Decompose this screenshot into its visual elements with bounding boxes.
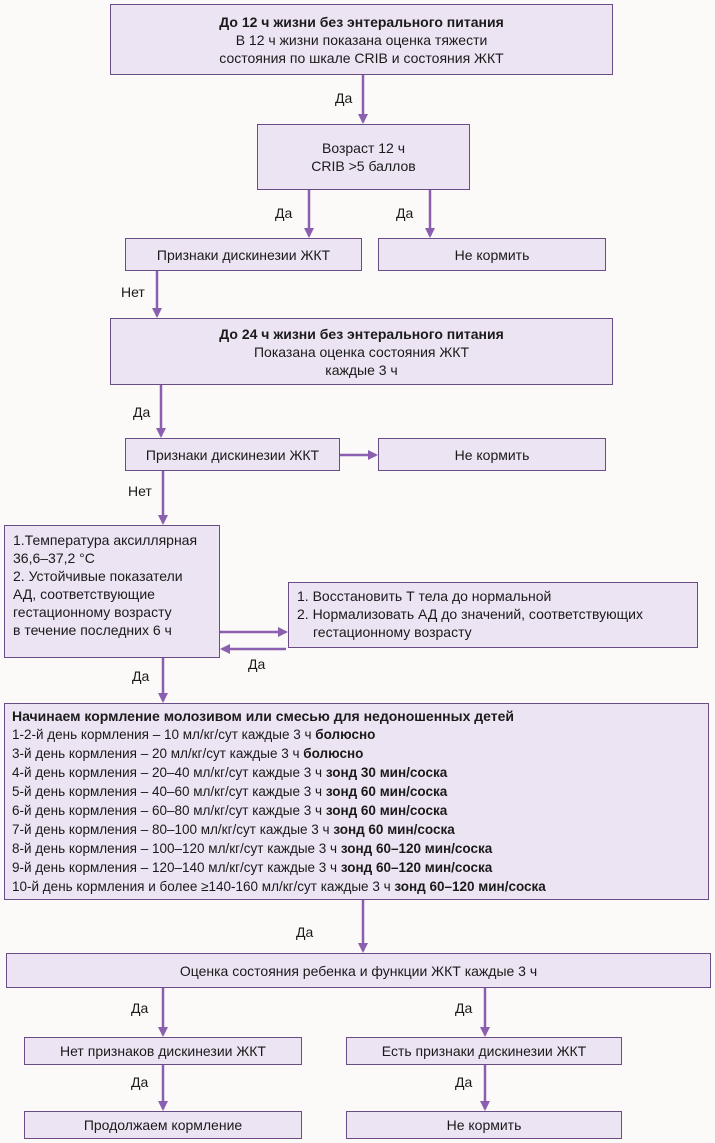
- edge-label-yes-6: Да: [132, 668, 150, 684]
- box-temperature-bp-line5: гестационному возрасту: [13, 604, 172, 620]
- edge-label-no-2: Нет: [128, 483, 152, 499]
- feeding-row-method: болюсно: [315, 727, 376, 742]
- box-restore-temp-bp: 1. Восстановить Т тела до нормальной 2. …: [288, 582, 698, 648]
- edge-label-yes-8: Да: [131, 1000, 149, 1016]
- feeding-row: 5-й день кормления – 40–60 мл/кг/сут каж…: [12, 782, 701, 801]
- feeding-row-text: 9-й день кормления – 120–140 мл/кг/сут к…: [12, 860, 341, 875]
- box-do-not-feed-2-label: Не кормить: [454, 446, 530, 463]
- box-24h-title: До 24 ч жизни без энтерального питания: [219, 325, 504, 342]
- edge-label-yes-10: Да: [131, 1074, 149, 1090]
- box-no-dyskinesia: Нет признаков дискинезии ЖКТ: [24, 1037, 302, 1065]
- box-temperature-bp-line2: 36,6–37,2 °С: [13, 550, 95, 566]
- feeding-row-text: 6-й день кормления – 60–80 мл/кг/сут каж…: [12, 803, 326, 818]
- box-no-dyskinesia-label: Нет признаков дискинезии ЖКТ: [60, 1043, 266, 1059]
- box-24h-line2: Показана оценка состояния ЖКТ: [253, 343, 470, 360]
- box-has-dyskinesia: Есть признаки дискинезии ЖКТ: [346, 1037, 622, 1065]
- feeding-row-method: болюсно: [303, 746, 364, 761]
- box-do-not-feed-3-label: Не кормить: [446, 1117, 522, 1133]
- feeding-row-text: 7-й день кормления – 80–100 мл/кг/сут ка…: [12, 822, 334, 837]
- box-assessment-label: Оценка состояния ребенка и функции ЖКТ к…: [179, 962, 538, 979]
- box-dyskinesia-signs-1: Признаки дискинезии ЖКТ: [125, 238, 362, 271]
- box-age-crib: Возраст 12 ч CRIB >5 баллов: [257, 124, 470, 190]
- feeding-row: 1-2-й день кормления – 10 мл/кг/сут кажд…: [12, 725, 701, 744]
- box-feeding-schedule-title: Начинаем кормление молозивом или смесью …: [12, 708, 514, 724]
- feeding-row-text: 4-й день кормления – 20–40 мл/кг/сут каж…: [12, 765, 326, 780]
- box-age-crib-line2: CRIB >5 баллов: [311, 158, 416, 174]
- box-dyskinesia-signs-2-label: Признаки дискинезии ЖКТ: [145, 446, 320, 463]
- feeding-row-method: зонд 60 мин/соска: [325, 803, 448, 818]
- box-has-dyskinesia-label: Есть признаки дискинезии ЖКТ: [381, 1043, 587, 1059]
- box-continue-feeding-label: Продолжаем кормление: [83, 1117, 243, 1133]
- box-dyskinesia-signs-1-label: Признаки дискинезии ЖКТ: [156, 246, 331, 263]
- edge-label-yes-1: Да: [335, 90, 353, 106]
- box-24h-line3: каждые 3 ч: [325, 361, 398, 378]
- box-temperature-bp-line3: 2. Устойчивые показатели: [13, 568, 183, 584]
- box-start-12h: До 12 ч жизни без энтерального питания В…: [110, 4, 613, 75]
- edge-label-yes-9: Да: [455, 1000, 473, 1016]
- feeding-row: 3-й день кормления – 20 мл/кг/сут каждые…: [12, 744, 701, 763]
- box-age-crib-line1: Возраст 12 ч: [321, 140, 405, 156]
- feeding-row-text: 8-й день кормления – 100–120 мл/кг/сут к…: [12, 841, 341, 856]
- box-dyskinesia-signs-2: Признаки дискинезии ЖКТ: [125, 438, 340, 471]
- edge-label-yes-7: Да: [296, 924, 314, 940]
- box-assessment: Оценка состояния ребенка и функции ЖКТ к…: [6, 953, 711, 988]
- feeding-row: 9-й день кормления – 120–140 мл/кг/сут к…: [12, 858, 701, 877]
- feeding-row: 10-й день кормления и более ≥140-160 мл/…: [12, 877, 701, 896]
- box-temperature-bp-line4: АД, соответствующие: [13, 586, 155, 602]
- feeding-row-method: зонд 60 мин/соска: [333, 822, 455, 837]
- feeding-row-text: 3-й день кормления – 20 мл/кг/сут каждые…: [12, 746, 304, 761]
- box-do-not-feed-3: Не кормить: [346, 1111, 622, 1139]
- box-temperature-bp-line1: 1.Температура аксиллярная: [13, 532, 198, 548]
- feeding-row-text: 1-2-й день кормления – 10 мл/кг/сут кажд…: [12, 727, 316, 742]
- box-do-not-feed-2: Не кормить: [378, 438, 606, 471]
- edge-label-yes-11: Да: [455, 1074, 473, 1090]
- feeding-row-method: зонд 30 мин/соска: [325, 765, 448, 780]
- box-restore-temp-bp-line3: гестационному возрасту: [313, 624, 472, 640]
- feeding-row-method: зонд 60–120 мин/соска: [340, 841, 493, 856]
- feeding-row-method: зонд 60–120 мин/соска: [340, 860, 493, 875]
- edge-label-yes-2: Да: [275, 205, 293, 221]
- box-start-12h-line2: В 12 ч жизни показана оценка тяжести: [235, 31, 488, 48]
- box-start-12h-line3: состояния по шкале CRIB и состояния ЖКТ: [219, 49, 504, 66]
- feeding-row: 7-й день кормления – 80–100 мл/кг/сут ка…: [12, 820, 701, 839]
- box-feeding-schedule: Начинаем кормление молозивом или смесью …: [4, 703, 709, 900]
- feeding-row: 4-й день кормления – 20–40 мл/кг/сут каж…: [12, 763, 701, 782]
- box-continue-feeding: Продолжаем кормление: [24, 1111, 302, 1139]
- box-do-not-feed-1: Не кормить: [378, 238, 606, 271]
- edge-label-yes-4: Да: [133, 404, 151, 420]
- box-do-not-feed-1-label: Не кормить: [454, 246, 530, 263]
- box-24h: До 24 ч жизни без энтерального питания П…: [110, 318, 613, 385]
- box-temperature-bp: 1.Температура аксиллярная 36,6–37,2 °С 2…: [4, 525, 220, 658]
- edge-label-no-1: Нет: [121, 284, 145, 300]
- feeding-row-method: зонд 60–120 мин/соска: [394, 879, 546, 894]
- feeding-row: 8-й день кормления – 100–120 мл/кг/сут к…: [12, 839, 701, 858]
- edge-label-yes-3: Да: [396, 205, 414, 221]
- box-temperature-bp-line6: в течение последних 6 ч: [13, 622, 172, 638]
- feeding-row-text: 10-й день кормления и более ≥140-160 мл/…: [12, 879, 395, 894]
- feeding-row-method: зонд 60 мин/соска: [325, 784, 448, 799]
- box-restore-temp-bp-line1: 1. Восстановить Т тела до нормальной: [297, 588, 552, 604]
- feeding-row-text: 5-й день кормления – 40–60 мл/кг/сут каж…: [12, 784, 326, 799]
- box-restore-temp-bp-line2: 2. Нормализовать АД до значений, соответ…: [297, 606, 644, 622]
- edge-label-yes-5: Да: [248, 656, 266, 672]
- feeding-row: 6-й день кормления – 60–80 мл/кг/сут каж…: [12, 801, 701, 820]
- box-start-12h-title: До 12 ч жизни без энтерального питания: [219, 13, 504, 30]
